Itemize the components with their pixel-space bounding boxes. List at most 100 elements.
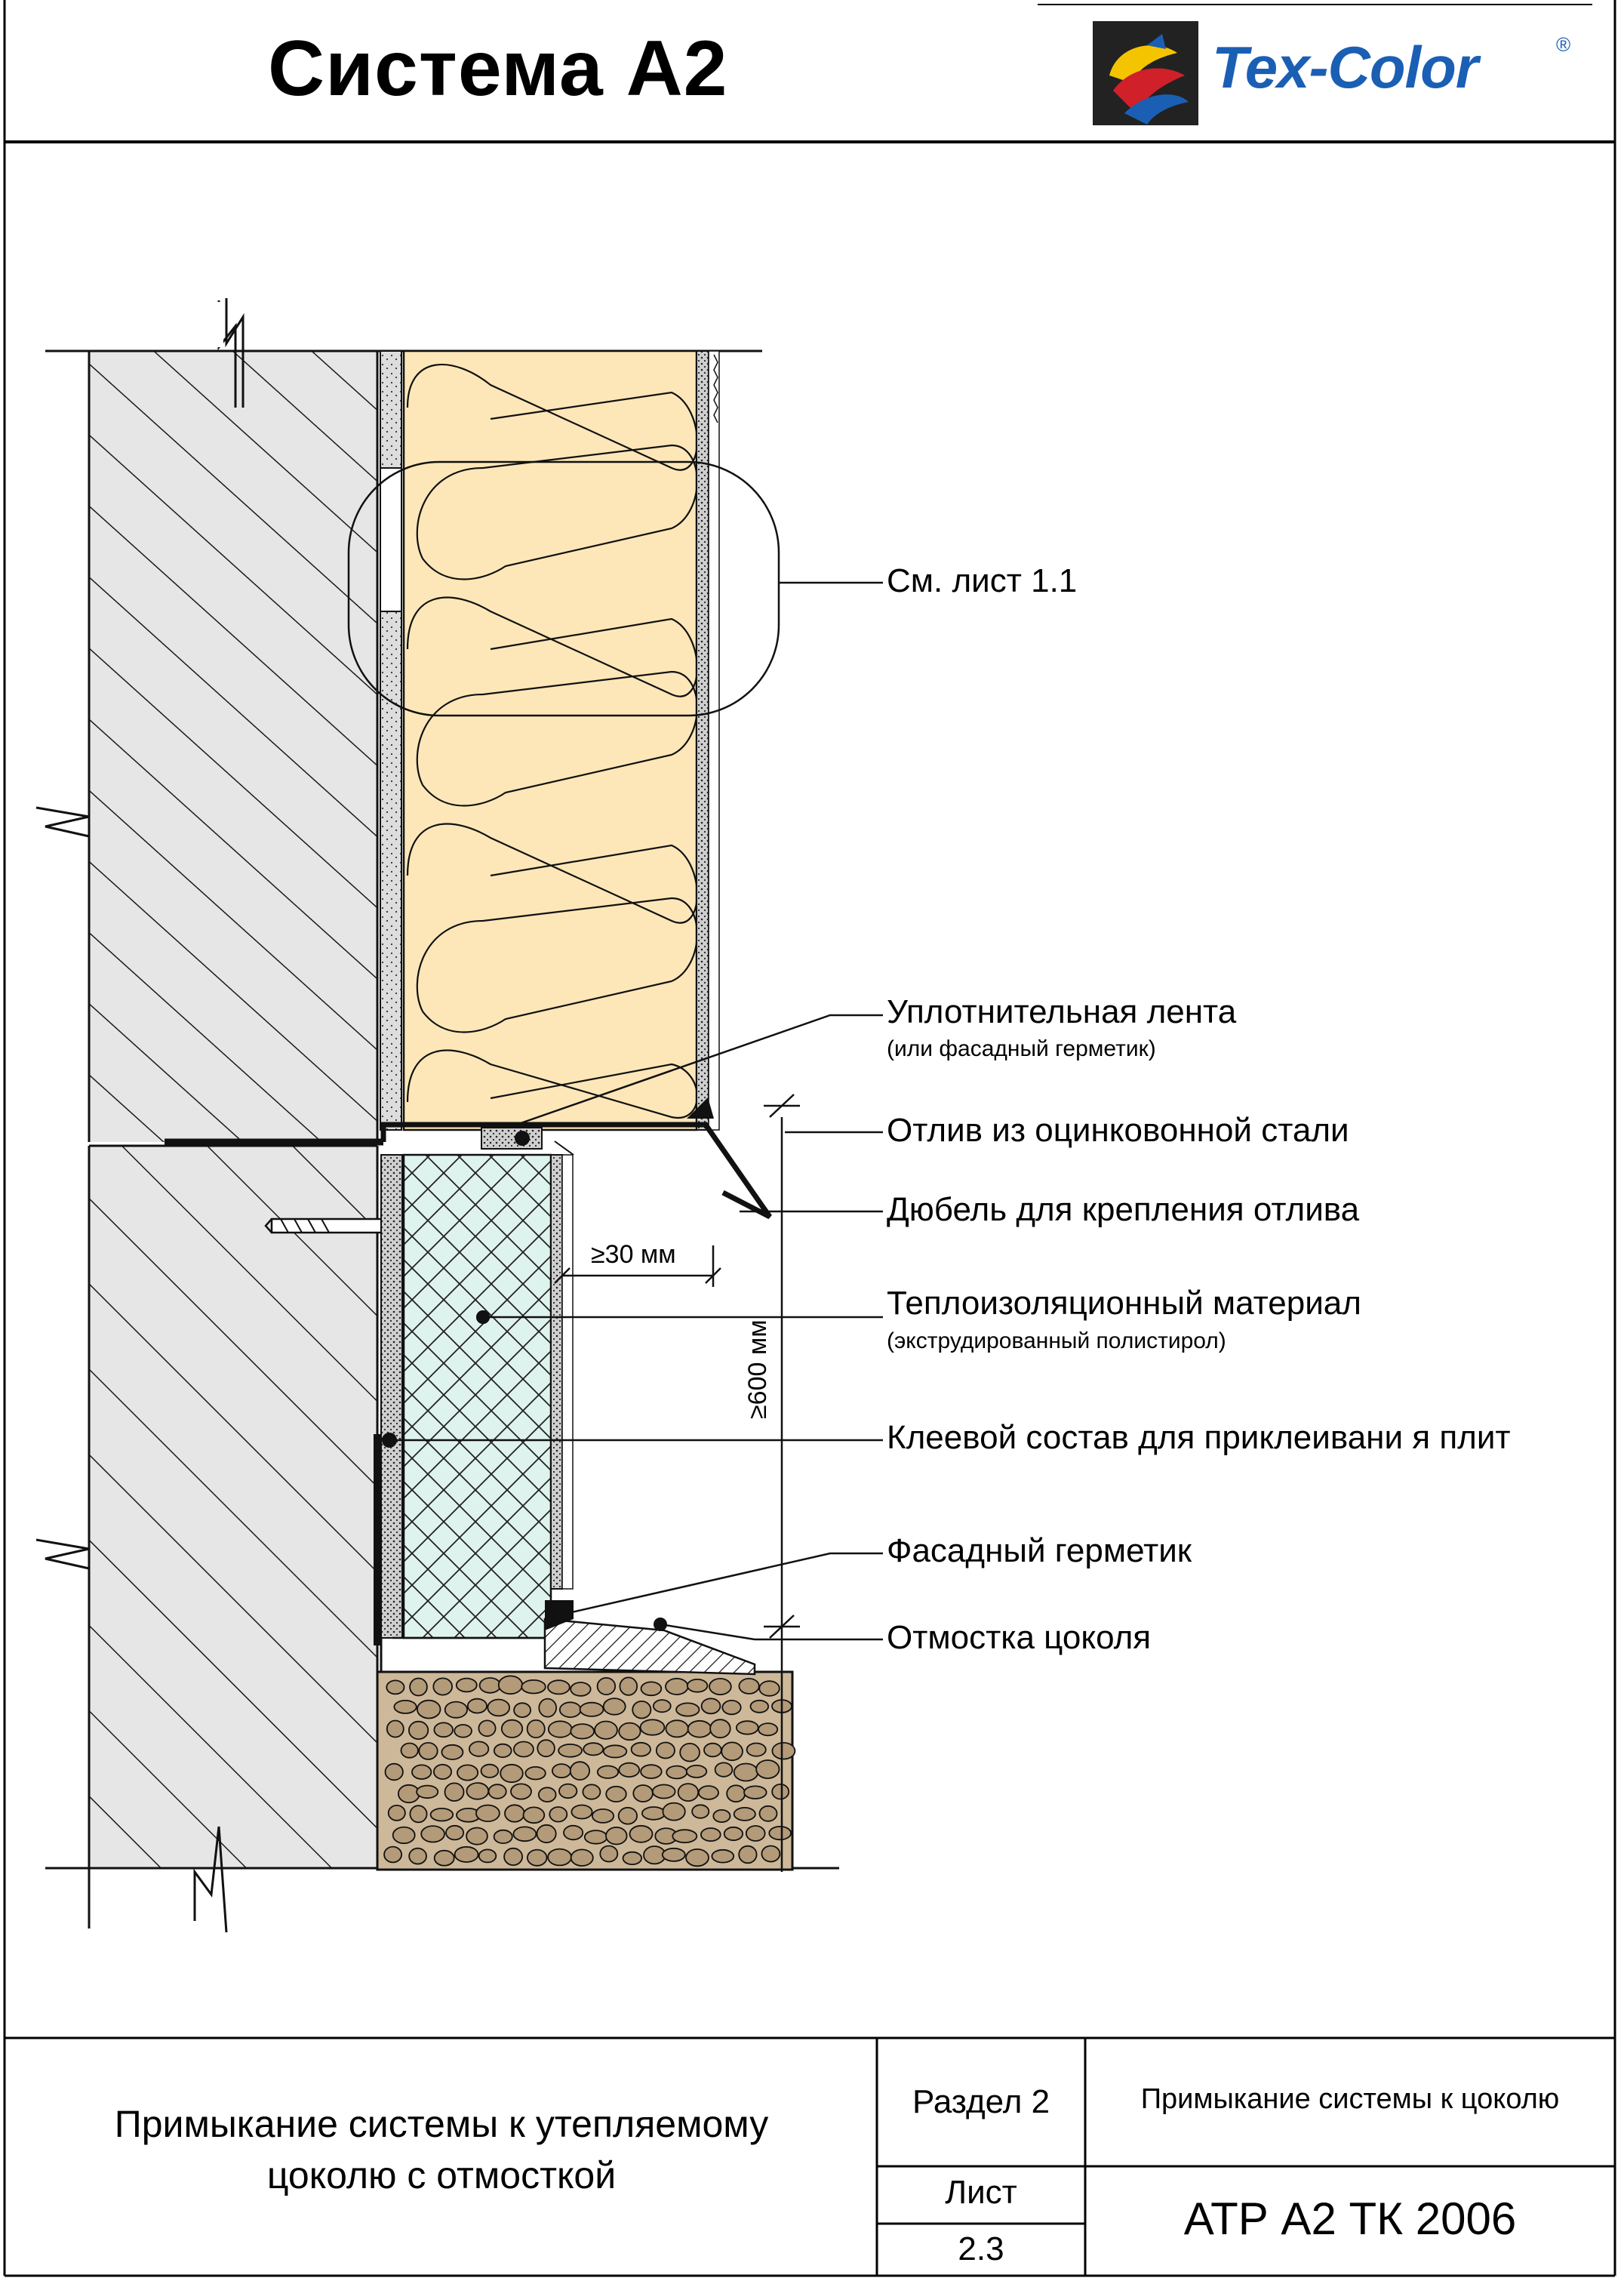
gravel-stone: [700, 1698, 721, 1715]
gravel-stone: [632, 1784, 654, 1802]
gravel-stone: [558, 1744, 583, 1758]
page-frame: [3, 0, 1616, 2277]
gravel-stone: [640, 1681, 663, 1697]
gravel-stone: [721, 1700, 742, 1716]
gravel-stone: [454, 1845, 479, 1863]
gravel-stone: [570, 1682, 592, 1697]
gravel-stone: [478, 1849, 497, 1864]
gravel-stone: [493, 1743, 512, 1758]
gravel-stone: [697, 1785, 719, 1800]
gravel-stone: [537, 1787, 557, 1803]
gravel-stone: [408, 1720, 429, 1740]
gravel-stone: [605, 1785, 627, 1802]
gravel-stone: [551, 1763, 572, 1779]
document-code: АТР А2 ТК 2006: [1183, 2193, 1517, 2244]
gravel-stone: [569, 1761, 591, 1781]
sheet-label: Лист: [945, 2174, 1017, 2211]
gravel-stone: [571, 1804, 593, 1820]
gravel-stone: [547, 1848, 572, 1867]
gravel-stone: [749, 1699, 770, 1713]
gravel-stone: [617, 1806, 638, 1825]
callout-dowel: Дюбель для крепления отлива: [887, 1191, 1360, 1228]
gravel-stone: [488, 1784, 507, 1799]
gravel-stone: [429, 1807, 454, 1822]
gravel-stone: [420, 1825, 445, 1843]
gravel-stone: [602, 1744, 628, 1759]
gravel-stone: [558, 1783, 578, 1799]
gravel-stone: [433, 1849, 455, 1867]
gravel-base: [376, 1670, 796, 1871]
gravel-stone: [454, 1724, 472, 1738]
gravel-stone: [444, 1782, 465, 1802]
gravel-stone: [675, 1702, 700, 1717]
gravel-stone: [652, 1699, 672, 1713]
gravel-stone: [547, 1679, 571, 1695]
gravel-stone: [582, 1784, 601, 1800]
gravel-stone: [771, 1783, 790, 1800]
section-title: Примыкание системы к цоколю: [1140, 2083, 1560, 2115]
callout-see-sheet: См. лист 1.1: [887, 562, 1078, 599]
gravel-stone: [503, 1847, 523, 1866]
gravel-stone: [487, 1698, 510, 1717]
drip-sill: [165, 1097, 772, 1220]
sheet-number: 2.3: [958, 2230, 1004, 2267]
gravel-stone: [500, 1763, 524, 1784]
gravel-stone: [721, 1741, 743, 1762]
gravel-stone: [387, 1804, 406, 1821]
gravel-stone: [408, 1847, 427, 1865]
gravel-stone: [592, 1808, 615, 1824]
gravel-stone: [619, 1676, 638, 1696]
gravel-stone: [475, 1804, 500, 1823]
gravel-stone: [527, 1849, 548, 1867]
gravel-stone: [583, 1830, 608, 1845]
gravel-stone: [457, 1764, 479, 1781]
callout-sealing-tape-note: (или фасадный герметик): [887, 1036, 1156, 1061]
gravel-stone: [510, 1783, 532, 1800]
gravel-stone: [733, 1806, 756, 1821]
gravel-stone: [662, 1802, 686, 1821]
gravel-stone: [746, 1742, 767, 1757]
gravel-stone: [468, 1741, 490, 1757]
gravel-stone: [538, 1698, 557, 1718]
gravel-stone: [444, 1701, 469, 1719]
gravel-stone: [393, 1699, 417, 1714]
gravel-stone: [383, 1845, 402, 1864]
gravel-stone: [709, 1719, 731, 1739]
gravel-stone: [441, 1744, 464, 1760]
callout-blind-area: Отмостка цоколя: [887, 1619, 1152, 1656]
gravel-stone: [466, 1827, 488, 1845]
gravel-stone: [666, 1765, 688, 1780]
upper-wall: [35, 298, 762, 1142]
gravel-stone: [768, 1826, 792, 1841]
lower-insulation-system: [374, 1140, 574, 1645]
drawing-description: Примыкание системы к утепляемому цоколю …: [114, 2103, 769, 2196]
gravel-stone: [558, 1701, 582, 1719]
gravel-stone: [758, 1680, 780, 1697]
gravel-stone: [703, 1742, 722, 1758]
gravel-stone: [536, 1824, 557, 1844]
gravel-stone: [445, 1824, 465, 1841]
gravel-stone: [417, 1699, 441, 1719]
gravel-stone: [409, 1677, 428, 1697]
gravel-stone: [665, 1677, 689, 1695]
gravel-stone: [685, 1764, 708, 1778]
gravel-stone: [594, 1720, 618, 1740]
gravel-stone: [418, 1741, 438, 1760]
gravel-stone: [392, 1826, 416, 1845]
gravel-stone: [709, 1677, 732, 1695]
gravel-stone: [433, 1763, 453, 1780]
gravel-stone: [651, 1784, 676, 1799]
gravel-stone: [735, 1720, 759, 1735]
gravel-stone: [639, 1719, 666, 1736]
gravel-stone: [761, 1845, 781, 1863]
gravel-stone: [745, 1825, 766, 1842]
gravel-stone: [570, 1849, 594, 1867]
lower-wall: [35, 1144, 839, 1933]
gravel-stone: [397, 1784, 420, 1804]
callout-facade-sealant: Фасадный герметик: [887, 1532, 1192, 1569]
gravel-stone: [723, 1826, 744, 1842]
gravel-stone: [411, 1764, 432, 1780]
gravel-stone: [641, 1806, 666, 1821]
gravel-stone: [513, 1741, 534, 1758]
gravel-stone: [416, 1784, 439, 1799]
